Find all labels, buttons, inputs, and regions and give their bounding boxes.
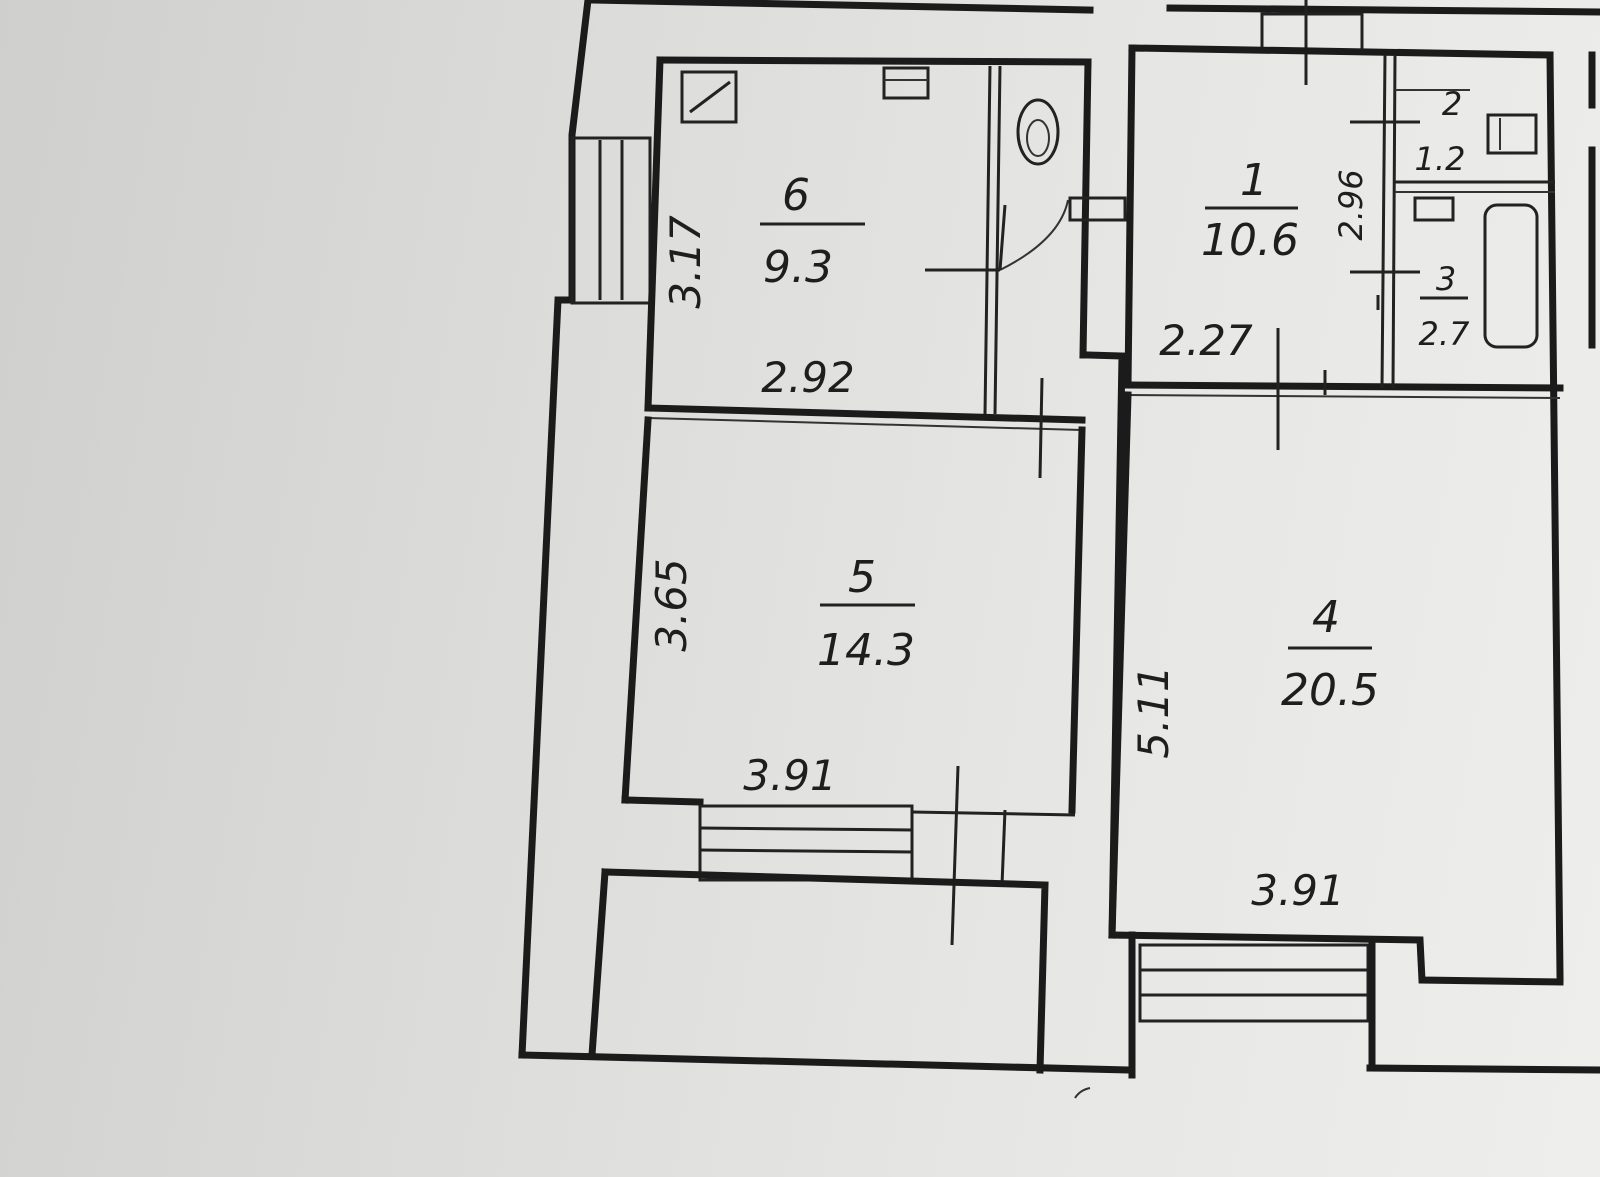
room6-height-dim: 3.17 xyxy=(661,215,710,309)
balcony-door-pane-2 xyxy=(699,848,913,854)
paper-mark xyxy=(1074,1087,1091,1099)
wc-toilet xyxy=(1486,113,1538,155)
room5-bottom-wall xyxy=(621,796,704,806)
room1-left-wall xyxy=(1124,44,1136,389)
room4-bottom-wall xyxy=(1108,931,1564,986)
bathroom-block xyxy=(1350,54,1555,389)
bath-partition-1 xyxy=(1380,54,1387,389)
room5-number: 5 xyxy=(848,552,876,603)
room1-bottom-wall xyxy=(1124,381,1564,392)
bath-sink xyxy=(1413,196,1455,222)
room6-area: 9.3 xyxy=(763,242,833,293)
room5-height-dim: 3.65 xyxy=(647,558,696,652)
toilet-seat xyxy=(1026,119,1050,157)
bathtub xyxy=(1483,203,1539,349)
room5-area: 14.3 xyxy=(817,625,915,676)
top-wall-right xyxy=(1166,4,1600,16)
wc-door xyxy=(998,204,1007,271)
balcony-door-side xyxy=(911,810,1076,817)
room-4 xyxy=(1108,391,1564,1079)
room3-area: 2.7 xyxy=(1419,315,1471,353)
room6-bottom-wall-inner xyxy=(647,417,1083,431)
room4-width-dim: 3.91 xyxy=(1251,866,1345,915)
balcony-door-right-frame xyxy=(1138,943,1370,1023)
room4-height-dim: 5.11 xyxy=(1129,665,1178,759)
wc-partition-1 xyxy=(983,65,992,415)
room6-number: 6 xyxy=(782,170,810,221)
stove xyxy=(680,70,738,124)
room-6 xyxy=(644,56,1127,479)
stove-mark xyxy=(689,80,731,114)
right-outer-wall xyxy=(1546,51,1564,979)
room2-label: 2 1.2 xyxy=(1415,85,1466,178)
left-balcony-left xyxy=(588,868,609,1059)
top-wall-left xyxy=(586,0,1094,14)
room3-label: 3 2.7 xyxy=(1419,260,1471,353)
room3-number: 3 xyxy=(1436,260,1456,298)
balcony-tick-v xyxy=(950,765,960,946)
room6-left-wall xyxy=(644,56,664,412)
wall-opening xyxy=(1068,196,1127,222)
left-window xyxy=(570,136,652,305)
chimney-block xyxy=(1260,12,1364,52)
room4-left-wall xyxy=(1108,391,1132,939)
room6-label: 6 9.3 xyxy=(760,170,865,293)
room1-top-wall xyxy=(1128,44,1554,59)
bottom-outer-wall xyxy=(518,1051,1134,1074)
room1-bottom-inner xyxy=(1127,394,1561,399)
room1-width-dim: 2.27 xyxy=(1159,316,1253,365)
room1-height-dim: 2.96 xyxy=(1332,169,1370,240)
bath-partition-2 xyxy=(1391,54,1397,389)
balcony-door-pane-1 xyxy=(699,826,913,832)
room6-bottom-wall xyxy=(644,404,1086,424)
left-window-frame xyxy=(570,136,652,305)
right-bottom-wall xyxy=(1366,1064,1600,1074)
wc-door-swing xyxy=(999,199,1069,271)
sink xyxy=(882,66,930,100)
balcony-tick-2 xyxy=(1000,809,1007,886)
room6-dim-tick xyxy=(1038,377,1044,479)
left-outer-wall xyxy=(518,0,592,1059)
room1-number: 1 xyxy=(1240,155,1268,206)
room2-area: 1.2 xyxy=(1415,140,1466,178)
room6-width-dim: 2.92 xyxy=(761,353,855,402)
left-balcony xyxy=(588,868,1049,1074)
room4-number: 4 xyxy=(1312,592,1340,643)
room5-label: 5 14.3 xyxy=(817,552,915,676)
toilet xyxy=(1016,98,1060,166)
wc-partition-2 xyxy=(993,65,1002,415)
room5-width-dim: 3.91 xyxy=(743,751,837,800)
room1-area: 10.6 xyxy=(1201,215,1299,266)
room-1 xyxy=(1124,44,1564,450)
room4-label: 4 20.5 xyxy=(1281,592,1379,716)
balcony-door-frame xyxy=(698,804,914,882)
room6-right-wall xyxy=(1079,58,1092,359)
left-balcony-outline xyxy=(601,868,1049,1074)
room5-right-wall xyxy=(1068,426,1086,814)
room1-label: 1 10.6 xyxy=(1201,155,1299,266)
room5-left-wall xyxy=(621,416,652,804)
room2-number: 2 xyxy=(1442,85,1462,123)
top-walls xyxy=(586,0,1600,85)
room4-area: 20.5 xyxy=(1281,665,1379,716)
room6-top-wall xyxy=(656,56,1092,66)
